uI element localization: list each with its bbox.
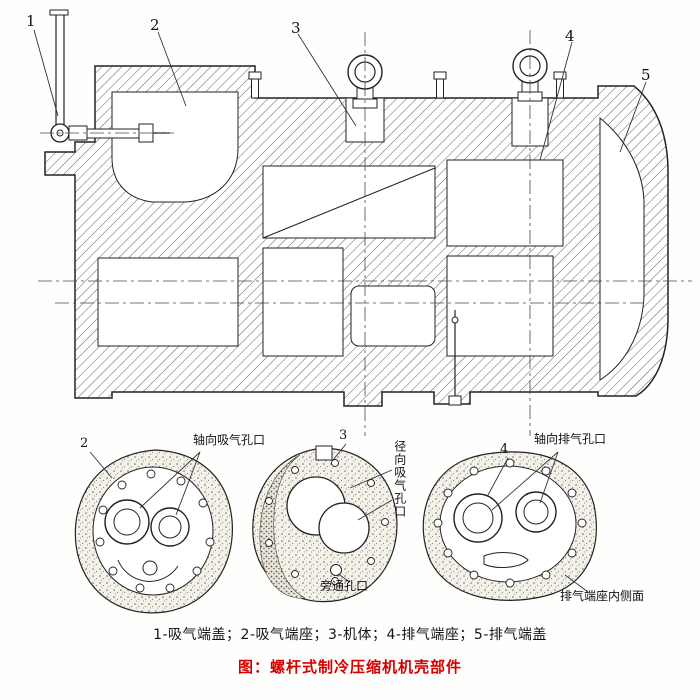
leaders-c [487, 451, 589, 593]
label-bypass-port: 旁通孔口 [320, 579, 369, 593]
figure-caption: 图：螺杆式制冷压缩机机壳部件 [237, 658, 462, 676]
detail-view-body [252, 443, 398, 603]
detail-num-2: 2 [80, 436, 89, 451]
label-radial-suction-port: 径向吸气孔口 [392, 440, 407, 518]
bolt-holes-b [265, 459, 389, 585]
detail-num-3: 3 [339, 428, 348, 443]
label-discharge-seat-inner-face: 排气端座内侧面 [560, 589, 645, 603]
rotor-bore [262, 165, 436, 239]
end-cover-cavity [599, 116, 645, 381]
left-chamber [97, 257, 239, 347]
centerlines [38, 30, 692, 436]
callout-3: 3 [291, 19, 301, 37]
discharge-chamber-lower [446, 255, 554, 357]
detail-view-discharge-seat [422, 451, 597, 601]
figure-legend: 1-吸气端盖；2-吸气端座；3-机体；4-排气端座；5-排气端盖 [153, 627, 547, 643]
tie-rod-nut [448, 395, 462, 406]
mid-chamber [262, 247, 344, 357]
suction-funnel-cavity [111, 91, 239, 203]
stud-bolts [248, 71, 567, 99]
callout-2: 2 [150, 16, 160, 34]
leaders-b [332, 443, 393, 583]
callout-1: 1 [26, 12, 36, 30]
screw-diagonal [262, 167, 436, 239]
discharge-chamber-upper [446, 159, 564, 247]
oil-gallery [350, 285, 436, 347]
callout-leaders [33, 29, 647, 161]
bolt-holes-c [433, 458, 587, 588]
detail-num-4: 4 [500, 442, 509, 457]
tie-rod-pin [451, 316, 459, 324]
callout-5: 5 [641, 66, 651, 84]
leaders-a [89, 451, 201, 516]
detail-view-suction-seat [74, 449, 233, 614]
bolt-holes-a [95, 469, 215, 593]
callout-4: 4 [565, 27, 575, 45]
label-axial-suction-port: 轴向吸气孔口 [193, 433, 266, 447]
label-axial-discharge-port: 轴向排气孔口 [534, 432, 607, 446]
